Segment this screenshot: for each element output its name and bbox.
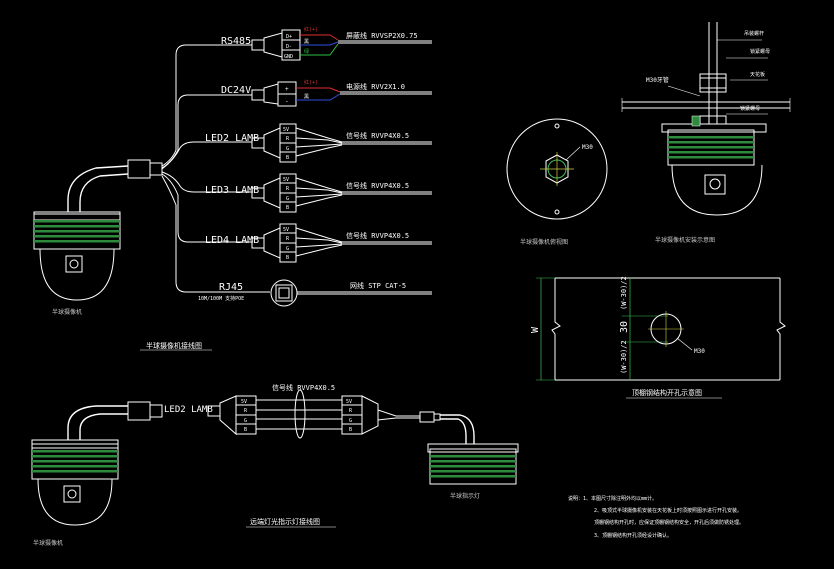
dc24v-cable: 电源线 RVV2X1.0 <box>346 82 405 91</box>
rj45-sublabel: 10M/100M 支持POE <box>198 295 244 302</box>
led2-pin-g: G <box>286 146 289 152</box>
led3-pin-5v: 5V <box>283 177 289 183</box>
ext-right-pin-g: G <box>349 418 352 424</box>
led2-pin-5v: 5V <box>283 127 289 133</box>
wiring-diagram: RS485 D+ D- GND 红(+) 黑 绿 屏蔽线 RVVSP2X0.75… <box>33 26 432 351</box>
dim-mid-label: 30 <box>619 321 630 333</box>
ext-left-pin-5v: 5V <box>241 399 247 405</box>
dc24v-wire-tag-2: 黑 <box>304 94 309 100</box>
side-label-lock-nut: 锁紧螺母 <box>740 105 760 112</box>
led3-pin-g: G <box>286 196 289 202</box>
side-thread-label: M30牙管 <box>646 76 669 84</box>
ext-left-pin-b: B <box>244 427 247 433</box>
drilling-caption: 顶棚钢结构开孔示意图 <box>632 388 702 397</box>
dome-camera-bottom-left <box>31 439 119 526</box>
extension-title: 远端灯光指示灯接线图 <box>250 517 320 526</box>
rj45-connector: RJ45 10M/100M 支持POE 网线 STP CAT-5 <box>198 279 432 307</box>
rj45-cable: 网线 STP CAT-5 <box>350 281 406 290</box>
extension-cable: 信号线 RVVP4X0.5 <box>272 383 335 392</box>
ext-right-pin-5v: 5V <box>346 399 352 405</box>
led2-pin-r: R <box>286 136 290 142</box>
mounting-top-view: M30 半球摄像机俯视图 <box>506 118 608 246</box>
led3-label: LED3 LAMB <box>205 185 259 196</box>
led3-pin-r: R <box>286 186 290 192</box>
led4-pin-b: B <box>286 255 289 261</box>
side-label-rod: 吊装螺杆 <box>744 30 764 37</box>
side-view-caption: 半球摄像机安装示意图 <box>655 236 715 244</box>
dome-camera-left <box>33 211 121 301</box>
notes-block: 说明：1、本图尺寸除注明外均以mm计。 2、吸顶式半球摄像机安装在天花板上时须按… <box>568 495 744 539</box>
mounting-side-view: 吊装螺杆 锁紧螺母 天花板 锁紧螺母 M30牙管 半球摄像机安装示意图 <box>621 22 791 244</box>
camera-label-bottom: 半球摄像机 <box>33 539 63 547</box>
rs485-connector: RS485 D+ D- GND 红(+) 黑 绿 屏蔽线 RVVSP2X0.75 <box>221 26 432 61</box>
rs485-pin-2: D- <box>286 44 292 50</box>
camera-label-top: 半球摄像机 <box>52 308 82 316</box>
rs485-cable: 屏蔽线 RVVSP2X0.75 <box>346 31 418 40</box>
ext-left-pin-r: R <box>244 408 248 414</box>
top-view-caption: 半球摄像机俯视图 <box>520 238 568 246</box>
extension-diagram: LED2 LAMB 5V R G B 信号线 RVVP4X0.5 5V R G … <box>31 383 519 547</box>
ext-left-pin-g: G <box>244 418 247 424</box>
side-label-ceiling: 天花板 <box>750 71 765 78</box>
led4-connector: LED4 LAMB 5V R G B 信号线 RVVP4X0.5 <box>205 223 432 263</box>
dc24v-label: DC24V <box>221 85 251 96</box>
dc24v-connector: DC24V + - 红(+) 黑 电源线 RVV2X1.0 <box>221 79 432 107</box>
side-label-nut: 锁紧螺母 <box>750 48 770 55</box>
rs485-pin-1: D+ <box>286 34 292 40</box>
extension-connector-label: LED2 LAMB <box>164 405 213 415</box>
led4-pin-5v: 5V <box>283 227 289 233</box>
led2-cable: 信号线 RVVP4X0.5 <box>346 131 409 140</box>
led3-pin-b: B <box>286 205 289 211</box>
rs485-pin-3: GND <box>284 54 293 60</box>
note-line-2: 2、吸顶式半球摄像机安装在天花板上时须按照图示进行开孔安装。 <box>594 507 742 514</box>
ext-right-pin-b: B <box>349 427 352 433</box>
led4-cable: 信号线 RVVP4X0.5 <box>346 231 409 240</box>
led2-pin-b: B <box>286 155 289 161</box>
drilling-diagram: W (W-30)/2 30 (W-30)/2 M30 顶棚钢结构开孔示意图 <box>530 276 786 399</box>
rs485-label: RS485 <box>221 36 251 47</box>
led3-connector: LED3 LAMB 5V R G B 信号线 RVVP4X0.5 <box>205 173 432 213</box>
rs485-wire-tag-2: 黑 <box>304 39 309 45</box>
led4-pin-g: G <box>286 246 289 252</box>
note-line-4: 3、顶棚钢结构开孔须经设计确认。 <box>594 532 672 539</box>
dim-w-label: W <box>530 326 541 333</box>
note-line-3: 顶棚钢结构开孔时，应保证顶棚钢结构安全，开孔后须做防锈处理。 <box>594 519 744 526</box>
led4-pin-r: R <box>286 236 290 242</box>
rs485-wire-tag-1: 红(+) <box>304 26 318 33</box>
led3-cable: 信号线 RVVP4X0.5 <box>346 181 409 190</box>
led2-label: LED2 LAMB <box>205 133 259 144</box>
note-line-1: 说明：1、本图尺寸除注明外均以mm计。 <box>568 495 657 502</box>
dim-top-label: (W-30)/2 <box>620 276 628 310</box>
led2-connector: LED2 LAMB 5V R G B 信号线 RVVP4X0.5 <box>205 123 432 163</box>
dc24v-pin-2: - <box>285 98 289 105</box>
top-view-thread-label: M30 <box>582 144 593 151</box>
rj45-label: RJ45 <box>219 282 243 293</box>
ext-right-pin-r: R <box>349 408 353 414</box>
led4-label: LED4 LAMB <box>205 235 259 246</box>
hole-label: M30 <box>694 348 705 355</box>
indicator-label: 半球指示灯 <box>450 492 480 500</box>
dc24v-wire-tag-1: 红(+) <box>304 79 318 86</box>
indicator-light <box>427 443 519 485</box>
dim-bottom-label: (W-30)/2 <box>620 340 628 374</box>
wiring-title: 半球摄像机接线图 <box>146 341 202 350</box>
dc24v-pin-1: + <box>285 86 289 93</box>
rs485-wire-tag-3: 绿 <box>304 48 309 55</box>
